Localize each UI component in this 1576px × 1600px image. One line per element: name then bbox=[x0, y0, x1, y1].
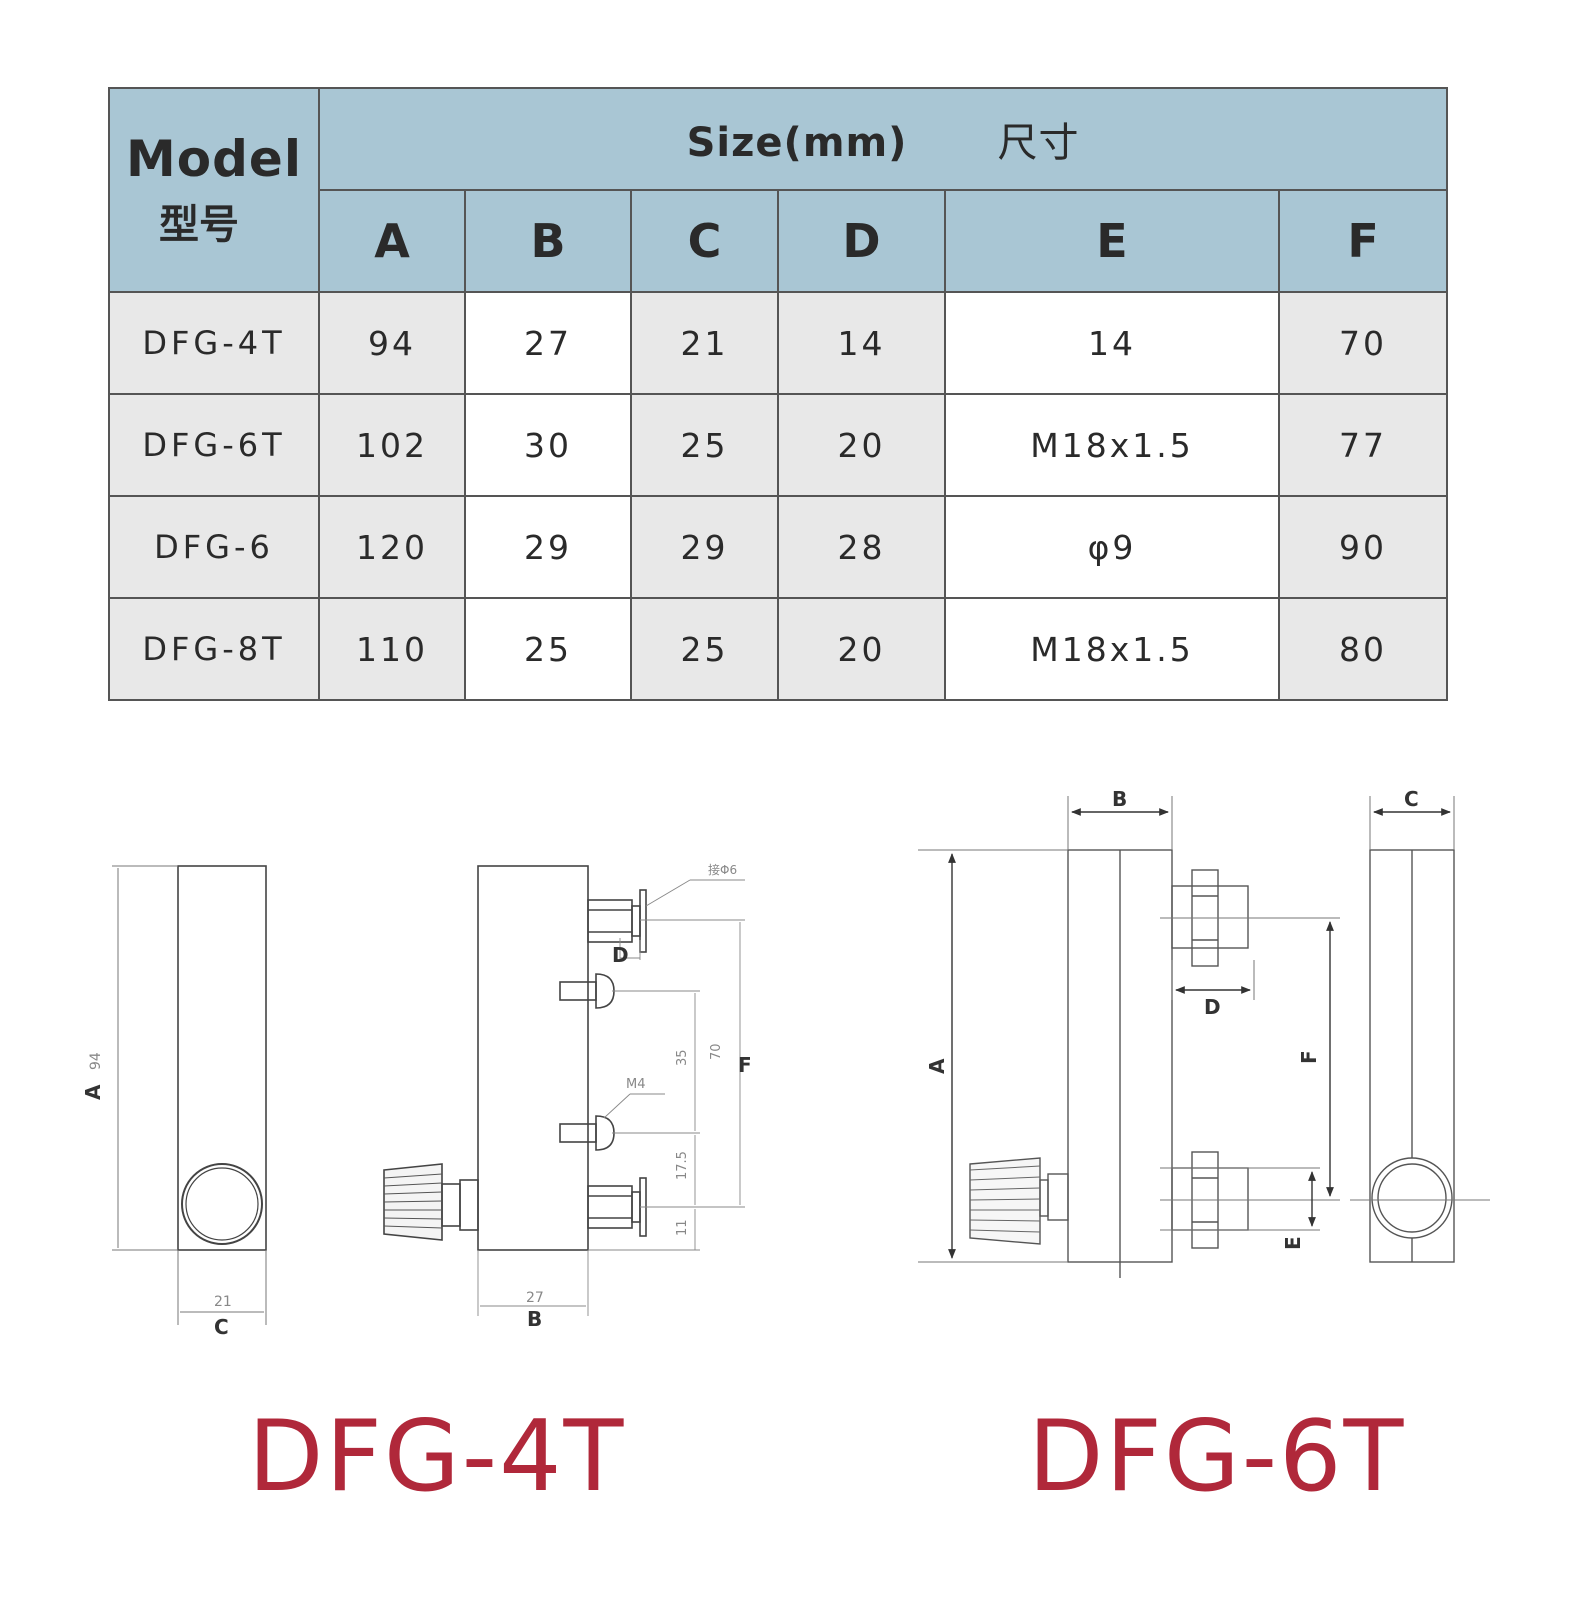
dfg-4t-label-f: F bbox=[738, 1053, 752, 1077]
cell-a: 120 bbox=[318, 495, 466, 599]
column-header-d: D bbox=[777, 189, 946, 293]
dfg-4t-value-b: 27 bbox=[526, 1290, 544, 1306]
column-header-f: F bbox=[1277, 189, 1449, 293]
cell-f: 77 bbox=[1277, 393, 1449, 497]
dfg-6t-front-view bbox=[969, 849, 1249, 1278]
cell-c: 21 bbox=[630, 291, 779, 395]
cell-a: 110 bbox=[318, 597, 466, 701]
column-header-a: A bbox=[318, 189, 466, 293]
cell-a: 94 bbox=[318, 291, 466, 395]
dfg-4t-side-dimensions bbox=[477, 879, 745, 1316]
dfg-4t-label-m4: M4 bbox=[626, 1077, 646, 1092]
cell-b: 30 bbox=[464, 393, 632, 497]
cell-e: M18x1.5 bbox=[944, 597, 1280, 701]
dfg-4t-dimension-c bbox=[177, 1250, 267, 1325]
cell-b: 27 bbox=[464, 291, 632, 395]
dfg-4t-value-f: 70 bbox=[709, 1043, 724, 1060]
model-cell: DFG-6T bbox=[108, 393, 320, 497]
dfg-4t-value-c: 21 bbox=[214, 1294, 232, 1310]
dfg-4t-value-35: 35 bbox=[675, 1049, 690, 1066]
dfg-4t-label-d: D bbox=[612, 943, 629, 967]
cell-f: 70 bbox=[1277, 291, 1449, 395]
cell-d: 20 bbox=[777, 597, 946, 701]
dfg-4t-front-view bbox=[177, 865, 267, 1251]
column-header-e: E bbox=[944, 189, 1280, 293]
cell-e: M18x1.5 bbox=[944, 393, 1280, 497]
dfg-4t-label-port: 接Φ6 bbox=[708, 862, 737, 877]
dfg-4t-label-a: A bbox=[81, 1084, 105, 1100]
model-cell: DFG-8T bbox=[108, 597, 320, 701]
dfg-4t-label-b: B bbox=[527, 1307, 542, 1331]
model-cell: DFG-6 bbox=[108, 495, 320, 599]
column-header-b: B bbox=[464, 189, 632, 293]
cell-f: 90 bbox=[1277, 495, 1449, 599]
dfg-6t-label-e: E bbox=[1281, 1236, 1305, 1250]
cell-b: 25 bbox=[464, 597, 632, 701]
cell-f: 80 bbox=[1277, 597, 1449, 701]
dfg-4t-dimension-a bbox=[112, 865, 178, 1251]
dfg-6t-arrows bbox=[948, 808, 1451, 1259]
dfg-6t-label-d: D bbox=[1204, 995, 1221, 1019]
column-header-c: C bbox=[630, 189, 779, 293]
cell-a: 102 bbox=[318, 393, 466, 497]
dfg-6t-side-view bbox=[1369, 849, 1455, 1263]
dfg-6t-knob-grip bbox=[969, 1165, 1041, 1233]
cell-c: 29 bbox=[630, 495, 779, 599]
dfg-4t-value-a: 94 bbox=[88, 1052, 104, 1070]
dfg-4t-side-view bbox=[383, 865, 647, 1251]
dfg-4t-value-11: 11 bbox=[675, 1219, 690, 1236]
cell-c: 25 bbox=[630, 393, 779, 497]
dfg-6t-label-a: A bbox=[925, 1058, 949, 1074]
cell-e: 14 bbox=[944, 291, 1280, 395]
cell-e: φ9 bbox=[944, 495, 1280, 599]
cell-c: 25 bbox=[630, 597, 779, 701]
dfg-4t-title: DFG-4T bbox=[248, 1400, 626, 1514]
model-header: Model 型号 bbox=[108, 87, 320, 293]
cell-d: 14 bbox=[777, 291, 946, 395]
size-header: Size(mm)尺寸 bbox=[317, 87, 1449, 191]
dfg-6t-label-b: B bbox=[1112, 787, 1127, 811]
model-cell: DFG-4T bbox=[108, 291, 320, 395]
cell-b: 29 bbox=[464, 495, 632, 599]
dfg-6t-label-f: F bbox=[1297, 1050, 1321, 1064]
dfg-6t-label-c: C bbox=[1404, 787, 1419, 811]
dfg-4t-knob-grip bbox=[383, 1173, 443, 1229]
dfg-6t-title: DFG-6T bbox=[1028, 1400, 1406, 1514]
cell-d: 20 bbox=[777, 393, 946, 497]
cell-d: 28 bbox=[777, 495, 946, 599]
dfg-4t-label-c: C bbox=[214, 1315, 229, 1339]
dfg-4t-value-17-5: 17.5 bbox=[675, 1151, 690, 1180]
